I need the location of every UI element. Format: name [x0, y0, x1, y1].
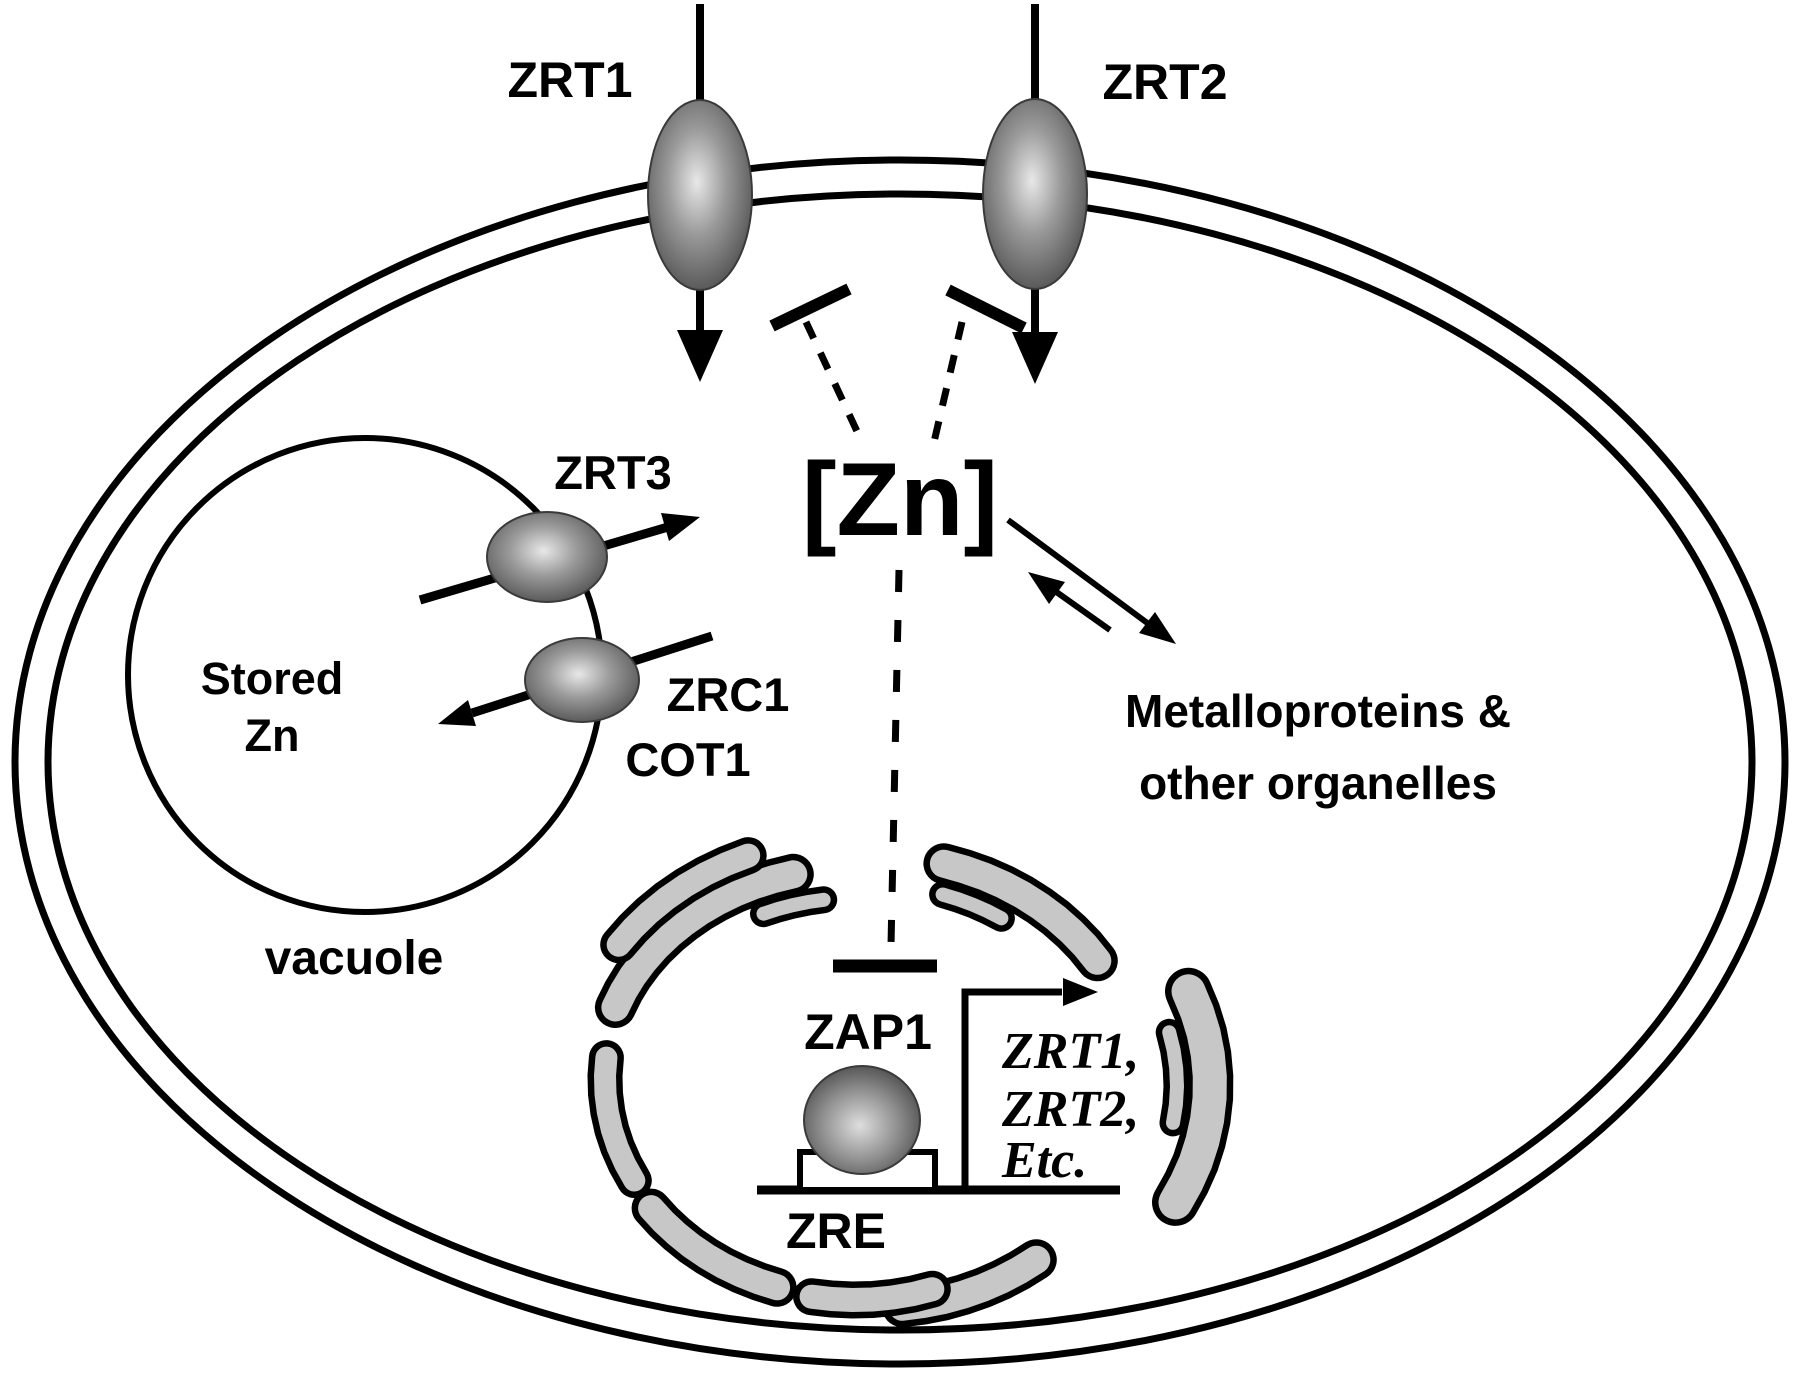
- nuclear-envelope: [587, 837, 1234, 1328]
- target-gene-etc: Etc.: [1001, 1132, 1087, 1189]
- zinc-pool-label: [Zn]: [802, 442, 998, 558]
- nuclear-envelope-segment-10: [1162, 1025, 1185, 1130]
- zrt2-inhibition-dashed-line: [930, 321, 966, 443]
- zrt2-inhibition-tbar: [945, 284, 1027, 334]
- metalloproteins-label-line2: other organelles: [1139, 757, 1497, 809]
- cot1-label: COT1: [625, 733, 750, 786]
- zre-label: ZRE: [786, 1203, 886, 1259]
- transcription-arrow-line: [961, 988, 1062, 1188]
- zrt1-label: ZRT1: [508, 52, 633, 108]
- zn-to-metalloproteins-arrowhead: [1139, 612, 1176, 644]
- metalloproteins-label-line1: Metalloproteins &: [1125, 685, 1511, 737]
- zrt3-label: ZRT3: [554, 446, 672, 499]
- zrc1-import-arrowhead: [438, 700, 476, 726]
- nuclear-envelope-segment-7: [593, 1046, 646, 1192]
- metalloproteins-to-zn-arrow-line: [1053, 588, 1112, 633]
- zrt1-inhibition-dashed-line: [802, 320, 866, 444]
- zrt2-uptake-arrowhead: [1012, 332, 1058, 384]
- nuclear-envelope-segment-0: [601, 860, 808, 1022]
- zrt3-transporter-oval: [486, 511, 608, 603]
- vacuole-label: vacuole: [265, 932, 444, 985]
- zap1-protein-sphere: [803, 1065, 921, 1175]
- nuclear-envelope-segment-5: [799, 1277, 945, 1313]
- metalloproteins-to-zn-arrowhead: [1028, 572, 1065, 604]
- zrt1-transporter-oval: [647, 99, 753, 291]
- nuclear-envelope-segment-8: [756, 892, 831, 921]
- transcription-arrowhead: [1063, 978, 1098, 1006]
- nuclear-envelope-segment-6: [638, 1195, 791, 1301]
- zrt2-transporter-oval: [982, 98, 1088, 290]
- zrt2-label: ZRT2: [1103, 54, 1228, 110]
- zrt1-inhibition-tbar: [769, 283, 852, 332]
- zap1-inhibition-dashed-line: [887, 569, 903, 946]
- zrc1-label: ZRC1: [667, 668, 790, 721]
- zrc1-cot1-transporter-oval: [524, 637, 640, 723]
- zn-to-metalloproteins-arrow-line: [1006, 517, 1152, 628]
- zap1-label: ZAP1: [804, 1004, 932, 1060]
- zrt1-uptake-arrowhead: [677, 330, 723, 382]
- nuclear-envelope-segment-3: [1158, 974, 1227, 1220]
- nuclear-envelope-segment-2: [929, 849, 1112, 975]
- target-gene-zrt1: ZRT1,: [1001, 1023, 1139, 1080]
- nuclear-envelope-segment-1: [606, 843, 761, 957]
- stored-zn-line2: Zn: [245, 710, 300, 761]
- nuclear-envelope-segment-9: [935, 887, 1009, 926]
- stored-zn-line1: Stored: [201, 653, 344, 704]
- zrt3-export-arrowhead: [661, 513, 700, 541]
- target-gene-zrt2: ZRT2,: [1001, 1081, 1139, 1138]
